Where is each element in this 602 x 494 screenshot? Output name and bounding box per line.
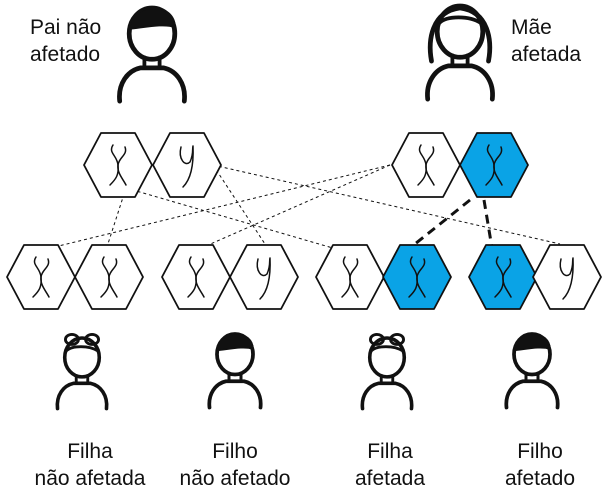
- x-chromosome-glyph: [417, 144, 435, 186]
- inheritance-line-father-y-to-son2: [212, 164, 561, 245]
- child4-label-line2: afetado: [504, 467, 576, 490]
- inheritance-lines: [29, 164, 561, 254]
- child1-label-line2: não afetada: [34, 467, 146, 490]
- chromosome-hexagon: [152, 132, 222, 198]
- child1-chromosome-2: [74, 244, 144, 310]
- y-chromosome-glyph: [179, 145, 194, 188]
- inheritance-line-father-x-to-daughter1: [104, 187, 127, 254]
- x-chromosome-glyph: [100, 256, 118, 298]
- inheritance-line-mother-affected-x-to-son2: [482, 199, 494, 249]
- child2-chromosome-2: [229, 244, 299, 310]
- x-chromosome-glyph: [32, 256, 50, 298]
- hair-fringe: [64, 345, 100, 353]
- x-chromosome-glyph: [187, 256, 205, 298]
- hair-bun-right: [84, 332, 100, 346]
- person-body: [425, 63, 495, 102]
- x-chromosome-glyph: [485, 144, 503, 186]
- child3-label-line1: Filha: [367, 440, 413, 463]
- hair: [513, 333, 551, 352]
- y-chromosome-glyph: [256, 257, 271, 300]
- father-label: Pai não afetado: [30, 14, 101, 68]
- hair-bun-left: [369, 332, 385, 346]
- child1-girl-icon: [55, 332, 109, 411]
- child2-label-line2: não afetado: [179, 467, 291, 490]
- mother-icon: [425, 3, 495, 102]
- person-body: [55, 381, 109, 411]
- father-label-line2: afetado: [30, 43, 101, 66]
- hair-fringe: [437, 15, 483, 26]
- child3-girl-icon: [360, 332, 414, 411]
- mother-label: Mãe afetada: [511, 14, 581, 68]
- child2-boy-icon: [207, 332, 263, 410]
- person-head: [367, 336, 407, 379]
- mother-chromosome-1: [391, 132, 461, 198]
- child4-chromosome-2: [532, 244, 602, 310]
- child3-label: Filha afetada: [320, 438, 460, 492]
- child4-boy-icon: [504, 332, 560, 410]
- x-chromosome-glyph: [408, 256, 426, 298]
- hair-outline: [427, 5, 493, 64]
- child3-label-line2: afetada: [354, 467, 426, 490]
- child2-label: Filho não afetado: [165, 438, 305, 492]
- chromosome-hexagon: [532, 244, 602, 310]
- person-head: [62, 336, 102, 379]
- inheritance-line-father-x-to-daughter2: [125, 187, 351, 254]
- person-body: [504, 379, 560, 410]
- x-chromosome-glyph: [341, 256, 359, 298]
- child1-label: Filha não afetada: [20, 438, 160, 492]
- hair: [216, 333, 254, 352]
- hair-bun-right: [389, 332, 405, 346]
- inheritance-line-mother-x-to-son1: [189, 164, 391, 254]
- child2-label-line1: Filho: [212, 440, 258, 463]
- mother-label-line2: afetada: [511, 43, 582, 66]
- child2-chromosome-1: [161, 244, 231, 310]
- father-chromosome-1: [83, 132, 153, 198]
- hair-bun-left: [64, 332, 80, 346]
- person-body: [117, 65, 187, 104]
- father-label-line1: Pai não: [30, 16, 102, 39]
- child4-label: Filho afetado: [470, 438, 602, 492]
- inheritance-line-mother-x-to-daughter1: [29, 164, 391, 254]
- mother-label-line1: Mãe: [511, 16, 552, 39]
- x-chromosome-glyph: [109, 144, 127, 186]
- person-body: [207, 379, 263, 410]
- child4-label-line1: Filho: [517, 440, 563, 463]
- inheritance-line-mother-affected-x-to-daughter2: [409, 198, 471, 250]
- x-chromosome-glyph: [494, 256, 512, 298]
- child1-chromosome-1: [6, 244, 76, 310]
- child3-chromosome-2: [382, 244, 452, 310]
- father-icon: [117, 5, 187, 104]
- inheritance-line-father-y-to-son1: [212, 164, 266, 245]
- father-chromosome-2: [152, 132, 222, 198]
- child1-label-line1: Filha: [67, 440, 113, 463]
- person-body: [360, 381, 414, 411]
- child3-chromosome-1: [315, 244, 385, 310]
- y-chromosome-glyph: [559, 257, 574, 300]
- mother-chromosome-2: [459, 132, 529, 198]
- child4-chromosome-1: [468, 244, 538, 310]
- hair: [128, 7, 176, 30]
- chromosome-hexagon: [229, 244, 299, 310]
- hair-fringe: [369, 345, 405, 353]
